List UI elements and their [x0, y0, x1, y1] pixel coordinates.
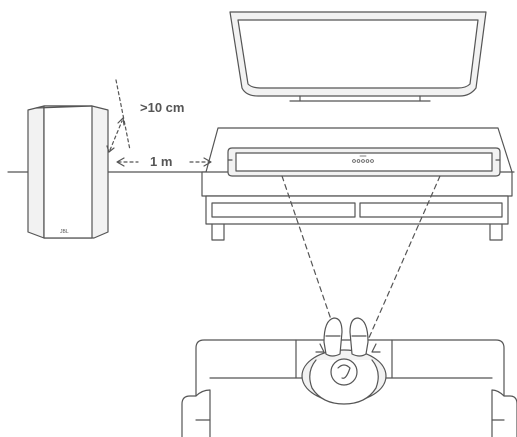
clearance-arrow [109, 120, 123, 151]
clearance-label: >10 cm [140, 100, 184, 115]
distance-arrow-left [116, 157, 139, 167]
person-feet [323, 317, 369, 357]
clearance-arrowheads [106, 117, 125, 153]
soundbar-controls [352, 155, 374, 163]
clearance-guide-line [115, 79, 131, 151]
subwoofer [27, 105, 109, 239]
ear-arrow-right [371, 343, 381, 353]
sound-beam-right [367, 175, 441, 341]
distance-label: 1 m [150, 154, 172, 169]
tv-cabinet [201, 127, 513, 241]
distance-arrow-right [189, 157, 212, 167]
ear-arrow-left [315, 343, 325, 353]
sound-beam-left [281, 175, 339, 341]
tv [229, 11, 487, 102]
subwoofer-logo: JBL [60, 229, 69, 235]
person [301, 349, 387, 405]
